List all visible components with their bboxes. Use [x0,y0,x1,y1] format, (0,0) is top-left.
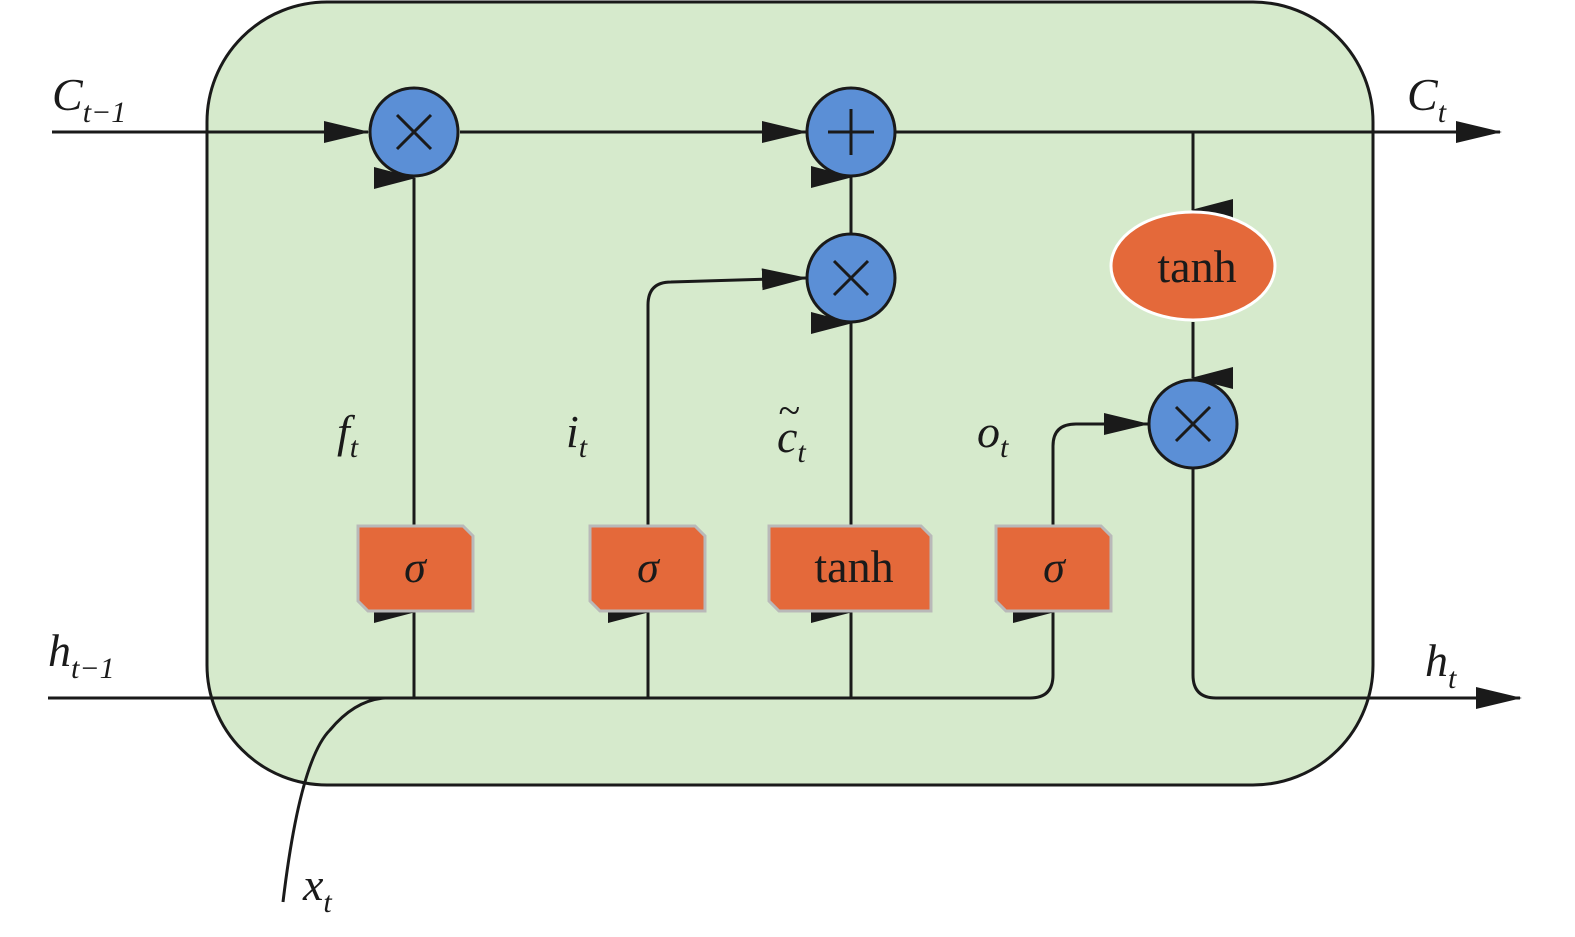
h-prev-label: ht−1 [48,625,115,685]
input-multiply [805,232,897,324]
output-gate-label: σ [1043,543,1067,592]
input-gate-label: σ [637,543,661,592]
input-to-mul-line [646,268,808,526]
c-prev-label: Ct−1 [52,69,126,129]
output-to-mul-line [1051,413,1150,526]
h-prev-line [48,601,1055,700]
cell-add [805,86,897,178]
output-gate-output-label: ot [977,406,1009,464]
h-out-label: ht [1425,635,1457,695]
candidate-output-label: ct [777,411,806,469]
cell-tanh-oval [1109,210,1277,322]
forget-gate: σ [356,524,475,613]
x-label: xt [302,859,332,919]
candidate-tilde: ~ [778,388,800,433]
plus-icon [828,109,874,155]
multiply-icon [832,259,870,297]
forget-gate-label: σ [404,543,428,592]
forget-gate-box [356,524,475,613]
cell-tanh-label: tanh [1157,241,1236,292]
variable-labels: Ct−1 Ct ht−1 ht xt ft it ~ ct [48,69,1457,919]
x-input-line [281,696,386,903]
multiply-icon [395,113,433,151]
input-gate-box [588,524,707,613]
multiply-icon [1174,405,1212,443]
output-multiply [1147,378,1239,470]
output-gate: σ [994,524,1113,613]
candidate-gate-label: tanh [814,541,893,592]
input-output-label: it [566,406,588,464]
candidate-gate-box [767,524,933,613]
connections [48,121,1522,903]
c-out-label: Ct [1407,69,1447,129]
cell-tanh: tanh [1109,210,1277,322]
output-gate-box [994,524,1113,613]
h-out-line [1191,468,1522,709]
input-gate: σ [588,524,707,613]
candidate-gate: tanh [767,524,933,613]
forget-multiply [368,86,460,178]
